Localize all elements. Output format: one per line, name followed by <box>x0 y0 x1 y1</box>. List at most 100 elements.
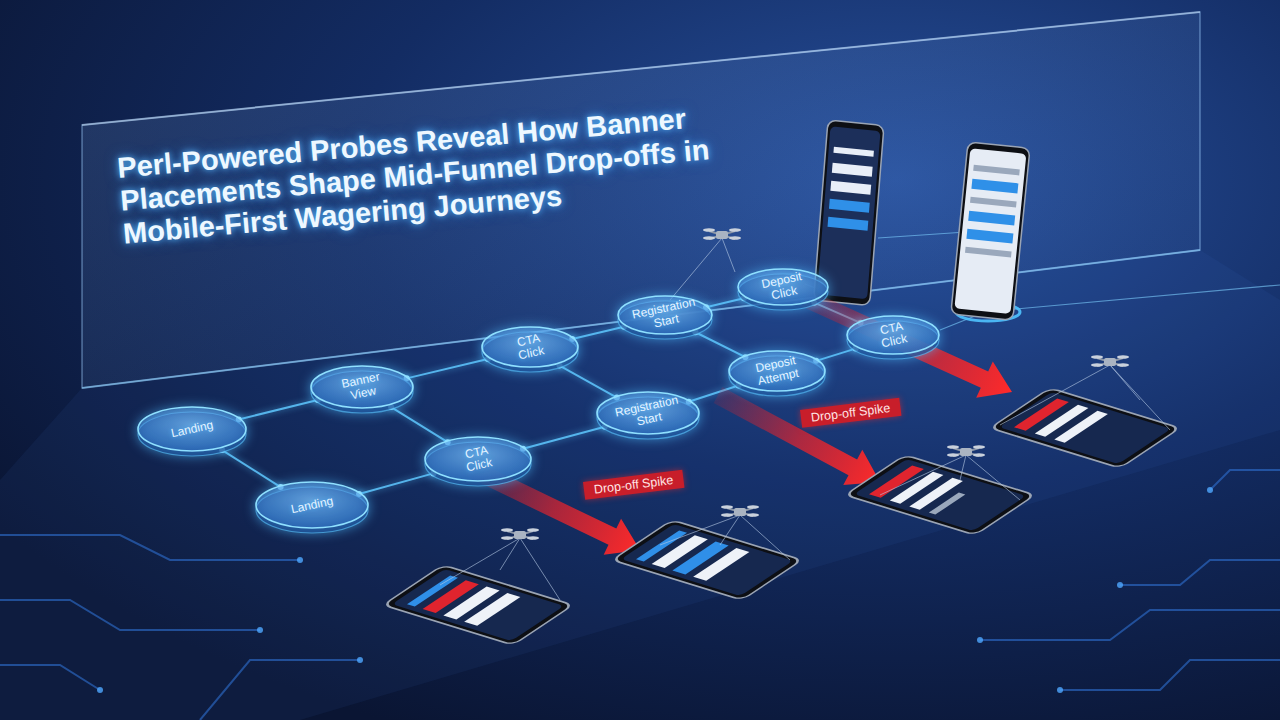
drone-body <box>960 448 972 456</box>
circuit-dot <box>257 627 263 633</box>
drone-rotor <box>973 445 985 449</box>
disc-top <box>597 392 699 434</box>
funnel-stage-node: CTA Click <box>480 325 580 375</box>
stage-text-group: Landing <box>132 391 253 467</box>
glass-panel <box>82 12 1200 388</box>
drone-tether <box>960 455 966 480</box>
drone-icon <box>703 228 741 240</box>
screen-row <box>830 181 871 195</box>
stage-label: Registration Start <box>631 296 699 335</box>
flow-connector <box>560 366 617 398</box>
screen-row <box>973 165 1020 176</box>
probe-links <box>805 232 1280 330</box>
drone-icon <box>947 445 985 457</box>
drone-tether <box>1000 365 1110 425</box>
stage-label: Registration Start <box>614 394 682 433</box>
drop-off-arrow <box>801 290 1012 398</box>
funnel-stage-node: Banner View <box>309 364 415 416</box>
funnel-stage-node: Deposit Attempt <box>727 349 827 399</box>
drone-rotor <box>729 236 741 240</box>
phone-body <box>612 520 802 600</box>
drone-rotor <box>527 536 539 540</box>
funnel-stage-node: Landing <box>136 405 248 459</box>
drone-tether <box>660 515 740 545</box>
flow-connector <box>222 450 280 487</box>
funnel-stage-node: CTA Click <box>423 435 533 489</box>
circuit-dot <box>1117 582 1123 588</box>
screen-button <box>828 217 869 231</box>
flow-connector <box>239 400 318 420</box>
drone-body <box>514 531 526 539</box>
drone-body <box>734 508 746 516</box>
screen-button <box>968 211 1015 226</box>
circuit-trace <box>0 535 300 560</box>
screen-row <box>965 247 1012 258</box>
disc-top <box>256 482 368 528</box>
drop-off-tag: Drop-off Spike <box>583 470 684 500</box>
drone-rotor <box>1091 355 1103 359</box>
flow-connector <box>695 332 745 357</box>
drone-rotor <box>747 505 759 509</box>
drone-rotor <box>501 536 513 540</box>
screen-button <box>971 179 1018 194</box>
stage-label: CTA Click <box>878 320 909 351</box>
funnel-stage-node: Landing <box>254 480 370 536</box>
screen-row <box>693 548 749 581</box>
disc-top <box>729 351 825 391</box>
stage-text-group: CTA Click <box>476 312 584 382</box>
drone-rotor <box>947 453 959 457</box>
flow-connector <box>706 298 744 307</box>
phone-mockup <box>990 388 1180 468</box>
stage-text-group: CTA Click <box>841 302 945 369</box>
phone-body <box>990 388 1180 468</box>
drone-tether <box>520 538 560 600</box>
stage-label: Deposit Attempt <box>754 354 800 388</box>
drone-rotor <box>947 445 959 449</box>
drone-tether <box>500 538 520 570</box>
drone-icon <box>501 528 539 540</box>
phone-screen <box>954 148 1026 314</box>
drone-tether <box>740 515 790 560</box>
drone-tether <box>440 538 520 585</box>
phone-body <box>845 455 1035 535</box>
phone-mockup <box>612 520 802 600</box>
drone-rotor <box>721 505 733 509</box>
stage-text-group: Deposit Attempt <box>723 336 831 406</box>
drone-tether <box>966 455 1020 500</box>
phone-mockup <box>951 142 1030 320</box>
probe-link <box>878 232 966 238</box>
drop-off-tag: Drop-off Spike <box>800 398 901 428</box>
disc-top <box>482 327 578 367</box>
flow-connector <box>359 473 433 494</box>
disc-top <box>847 316 939 354</box>
drone-icon <box>1091 355 1129 367</box>
stage-text-group: Registration Start <box>591 377 705 450</box>
phone-mockup <box>383 565 573 645</box>
drone-rotor <box>527 528 539 532</box>
drone-rotor <box>721 513 733 517</box>
stage-text-group: Banner View <box>305 351 419 424</box>
drone-body <box>716 231 728 239</box>
drone-rotor <box>1091 363 1103 367</box>
flow-connector <box>816 349 855 361</box>
stage-label: Banner View <box>340 370 383 403</box>
disc-top <box>138 407 246 451</box>
stage-label: Landing <box>170 418 214 440</box>
probe-link <box>1005 285 1280 310</box>
circuit-trace <box>200 660 360 720</box>
stage-text-group: Registration Start <box>612 281 718 348</box>
drone-rotor <box>747 513 759 517</box>
disc-top <box>738 269 828 305</box>
phone-screen <box>854 459 1026 531</box>
stage-text-group: Deposit Click <box>732 255 834 320</box>
screen-row <box>970 197 1017 208</box>
circuit-trace <box>0 600 260 630</box>
flow-connector <box>391 407 448 442</box>
stage-label: Landing <box>290 494 334 516</box>
phone-mockup <box>814 120 884 306</box>
drone-rotor <box>501 528 513 532</box>
circuit-traces <box>0 470 1280 720</box>
screen-row <box>909 478 963 510</box>
